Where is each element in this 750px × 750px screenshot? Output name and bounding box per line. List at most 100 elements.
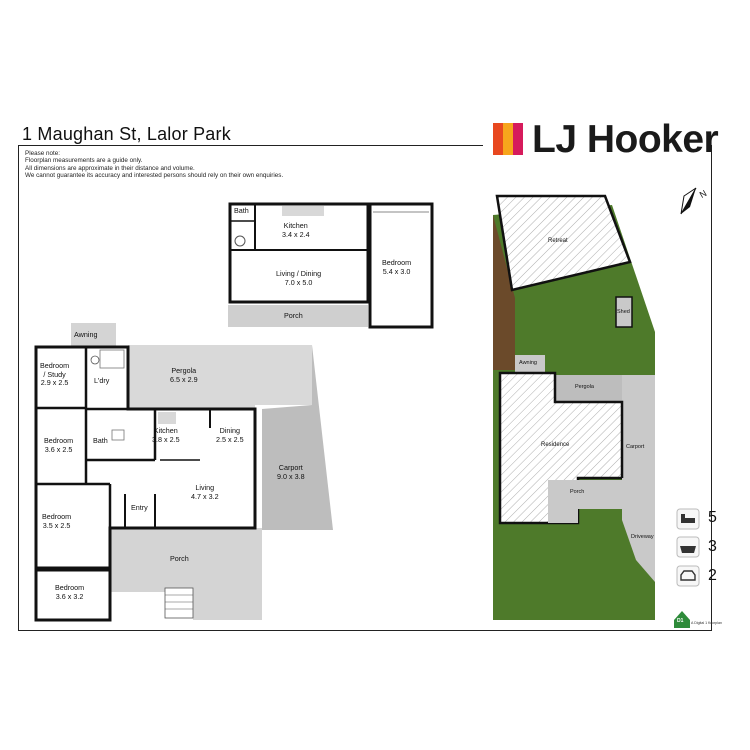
label-living: Living 4.7 x 3.2	[191, 483, 219, 501]
room-name: Kitchen	[283, 221, 308, 230]
plan-frame	[18, 145, 712, 631]
room-dim: 2.5 x 2.5	[216, 434, 244, 444]
note-line: Floorplan measurements are a guide only.	[25, 157, 143, 165]
room-dim: 3.5 x 2.5	[42, 520, 71, 530]
porch-lower-floor	[110, 528, 262, 620]
room-name: Kitchen	[153, 426, 178, 435]
room-name: Bedroom	[42, 512, 72, 521]
kitchen-sink	[158, 412, 176, 424]
room-name: Bedroom	[40, 361, 70, 370]
note-line: All dimensions are approximate in their …	[25, 164, 195, 172]
room-name: Living / Dining	[276, 269, 322, 278]
label-bedroom-study: Bedroom / Study 2.9 x 2.5	[40, 361, 70, 388]
room-dim: 7.0 x 5.0	[284, 277, 313, 287]
car-space-count: 2	[708, 567, 717, 584]
logo-bar-orange	[493, 123, 503, 155]
lj-hooker-logo: LJ Hooker	[493, 117, 719, 161]
pergola-floor	[128, 345, 312, 409]
bedroom4-walls	[34, 566, 112, 622]
title-rule	[18, 145, 483, 146]
disclaimer-note: Please note: Floorplan measurements are …	[25, 150, 283, 180]
label-entry: Entry	[131, 503, 148, 512]
shed-building	[615, 296, 633, 328]
label-bath-upper: Bath	[234, 206, 249, 215]
property-address: 1 Maughan St, Lalor Park	[22, 124, 231, 144]
room-name: Living	[195, 483, 215, 492]
porch-upper-floor	[228, 305, 368, 327]
room-name: Dining	[219, 426, 240, 435]
logo-bar-yellow	[503, 123, 513, 155]
room-dim: 5.4 x 3.0	[382, 266, 411, 276]
digital1-credit: A Digital 1 floorplan	[691, 621, 722, 625]
site-driveway	[622, 478, 655, 582]
room-dim: 2.9 x 2.5	[40, 378, 69, 388]
site-label-retreat: Retreat	[548, 238, 568, 244]
room-dim: 4.7 x 3.2	[191, 491, 219, 501]
laundry-tub	[99, 349, 125, 369]
site-awning	[515, 355, 545, 372]
room-dim: 3.6 x 2.5	[44, 444, 73, 454]
site-label-awning: Awning	[519, 360, 537, 366]
label-pergola: Pergola 6.5 x 2.9	[170, 366, 198, 384]
label-bath-lower: Bath	[93, 436, 108, 445]
room-name: Pergola	[171, 366, 197, 375]
logo-wordmark: LJ Hooker	[532, 117, 719, 161]
site-porch	[548, 480, 622, 523]
label-dining: Dining 2.5 x 2.5	[216, 426, 244, 444]
north-arrow-icon	[680, 187, 697, 215]
label-bedroom3: Bedroom 3.5 x 2.5	[42, 512, 72, 530]
retreat-building	[495, 194, 632, 292]
room-dim: 9.0 x 3.8	[277, 471, 305, 481]
site-label-residence: Residence	[541, 442, 570, 448]
room-dim: 3.4 x 2.4	[282, 229, 310, 239]
site-label-driveway: Driveway	[631, 534, 654, 540]
stairs	[164, 587, 194, 619]
site-plan	[493, 194, 655, 620]
label-kitchen-lower: Kitchen 3.8 x 2.5	[152, 426, 180, 444]
site-label-pergola: Pergola	[575, 384, 594, 390]
digital1-badge-icon	[674, 611, 690, 628]
label-porch-upper: Porch	[284, 311, 303, 320]
label-living-dining: Living / Dining 7.0 x 5.0	[276, 269, 322, 287]
living-walls	[228, 202, 370, 304]
note-line: Please note:	[25, 150, 61, 157]
label-kitchen-upper: Kitchen 3.4 x 2.4	[282, 221, 310, 239]
site-label-shed: Shed	[617, 309, 630, 315]
carport-floor	[262, 345, 333, 530]
site-label-carport: Carport	[626, 444, 645, 450]
site-carport	[622, 375, 655, 478]
toilet-icon	[90, 355, 100, 365]
logo-bar-pink	[513, 123, 523, 155]
site-pergola	[550, 375, 622, 402]
main-house	[34, 323, 333, 622]
site-soil	[493, 215, 515, 370]
bedroom-count: 5	[708, 509, 717, 526]
logo-color-bars	[493, 123, 523, 155]
room-dim: 6.5 x 2.9	[170, 374, 198, 384]
label-bedroom4: Bedroom 3.6 x 3.2	[55, 583, 85, 601]
kitchen-bench	[282, 206, 324, 216]
vanity	[111, 429, 125, 441]
room-name: Bedroom	[44, 436, 74, 445]
digital1-badge-text: D1	[677, 618, 684, 624]
stat-icons	[676, 508, 700, 587]
label-bedroom-upper: Bedroom 5.4 x 3.0	[382, 258, 412, 276]
room-name: Bedroom	[382, 258, 412, 267]
label-carport: Carport 9.0 x 3.8	[277, 463, 305, 481]
room-dim: 3.8 x 2.5	[152, 434, 180, 444]
awning-floor	[71, 323, 116, 346]
toilet-icon	[234, 235, 246, 247]
label-awning: Awning	[74, 330, 98, 339]
site-label-porch: Porch	[570, 489, 585, 495]
bedroom-upper-walls	[368, 202, 434, 329]
bathroom-count: 3	[708, 538, 717, 555]
note-line: We cannot guarantee its accuracy and int…	[25, 172, 284, 180]
room-name: Bedroom	[55, 583, 85, 592]
room-name: Carport	[278, 463, 303, 472]
label-bedroom2: Bedroom 3.6 x 2.5	[44, 436, 74, 454]
room-name: / Study	[43, 369, 66, 379]
label-porch-lower: Porch	[170, 554, 189, 563]
room-dim: 3.6 x 3.2	[55, 591, 84, 601]
car-icon	[676, 565, 700, 587]
